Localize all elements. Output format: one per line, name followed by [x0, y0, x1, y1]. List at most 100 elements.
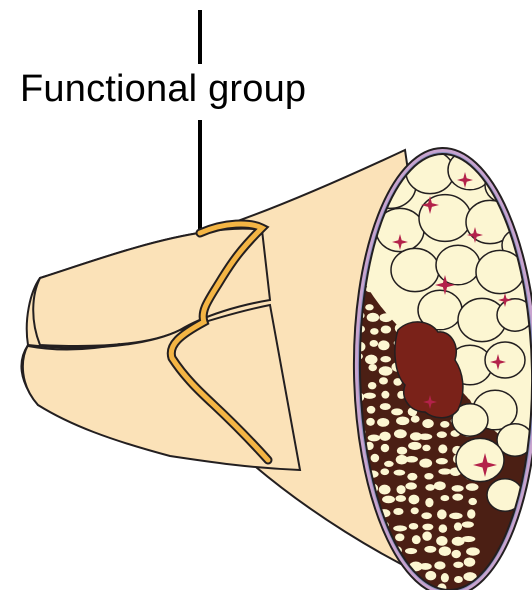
- pebble: [454, 522, 462, 530]
- pebble: [407, 473, 417, 481]
- pebble: [439, 546, 451, 556]
- pebble: [466, 483, 479, 491]
- pebble: [356, 557, 364, 567]
- pebble: [367, 584, 380, 590]
- pebble: [468, 498, 477, 505]
- pebble: [393, 525, 407, 531]
- pebble: [396, 416, 409, 425]
- pebble: [434, 561, 445, 569]
- pebble: [440, 495, 449, 501]
- pebble: [436, 536, 447, 546]
- pebble: [365, 304, 373, 310]
- pebble: [381, 391, 389, 399]
- fat-cell: [485, 342, 525, 378]
- pebble: [380, 403, 391, 410]
- pebble: [368, 434, 381, 441]
- pebble: [418, 433, 432, 439]
- pebble: [451, 550, 461, 558]
- pebble: [378, 340, 390, 350]
- pebble: [365, 355, 378, 365]
- pebble: [377, 418, 389, 427]
- pebble: [366, 418, 375, 426]
- pebble: [379, 377, 388, 384]
- pebble: [452, 494, 463, 501]
- pebble: [440, 421, 449, 428]
- pebble: [422, 524, 433, 531]
- pebble: [436, 458, 448, 464]
- pebble: [381, 573, 395, 580]
- pebble: [382, 496, 395, 504]
- pebble: [421, 512, 432, 519]
- pebble: [394, 429, 407, 438]
- pebble: [395, 534, 404, 542]
- fat-cell: [391, 248, 439, 291]
- pebble: [453, 562, 463, 568]
- pebble: [425, 571, 436, 581]
- pebble: [412, 535, 421, 544]
- pebble: [395, 572, 403, 581]
- pebble: [424, 546, 436, 553]
- pebble: [434, 481, 446, 490]
- pebble: [395, 495, 406, 502]
- pebble: [405, 482, 416, 489]
- pebble: [381, 325, 391, 333]
- pebble: [408, 587, 418, 590]
- pebble: [356, 576, 364, 584]
- pebble: [397, 447, 407, 455]
- pebble: [409, 495, 420, 505]
- pebble: [464, 557, 475, 566]
- pebble: [363, 393, 376, 399]
- pebble: [368, 364, 377, 371]
- functional-group-label: Functional group: [18, 66, 308, 112]
- pebble: [380, 468, 389, 475]
- pebble: [370, 340, 379, 347]
- pebble: [411, 415, 420, 422]
- pebble: [438, 444, 447, 453]
- fat-cell: [456, 438, 504, 481]
- pebble: [381, 444, 389, 452]
- pebble: [439, 524, 448, 533]
- pebble: [422, 531, 432, 540]
- pebble: [367, 406, 376, 414]
- pebble: [405, 548, 417, 554]
- pebble: [366, 563, 375, 569]
- pebble: [437, 509, 447, 519]
- fat-cell: [419, 195, 471, 242]
- pebble: [438, 468, 451, 474]
- pebble: [391, 408, 403, 415]
- pebble: [366, 575, 375, 581]
- pebble: [425, 498, 433, 507]
- pebble: [462, 521, 474, 527]
- pebble: [422, 419, 433, 428]
- pebble: [379, 485, 391, 495]
- pebble: [419, 458, 432, 467]
- pebble: [379, 366, 393, 375]
- pebble: [452, 485, 464, 492]
- pebble: [352, 551, 364, 557]
- pebble: [441, 573, 449, 582]
- pebble: [405, 456, 418, 463]
- pebble: [409, 523, 418, 530]
- pebble: [396, 585, 410, 590]
- pebble: [408, 442, 421, 450]
- pebble: [397, 485, 406, 494]
- pebble: [394, 470, 406, 476]
- pebble: [380, 356, 391, 362]
- pebble: [419, 563, 431, 570]
- pebble: [449, 513, 462, 519]
- pebble: [422, 445, 430, 451]
- pebble: [384, 461, 394, 467]
- pebble: [367, 313, 380, 322]
- pebble: [467, 509, 475, 519]
- pebble: [370, 328, 379, 335]
- pebble: [466, 547, 480, 555]
- pebble: [379, 432, 390, 441]
- pebble: [425, 484, 435, 491]
- pebble: [378, 562, 391, 571]
- pebble: [368, 382, 377, 389]
- pebble: [454, 576, 463, 583]
- pebble: [371, 454, 380, 463]
- fat-cell: [436, 245, 480, 285]
- pebble: [393, 508, 403, 515]
